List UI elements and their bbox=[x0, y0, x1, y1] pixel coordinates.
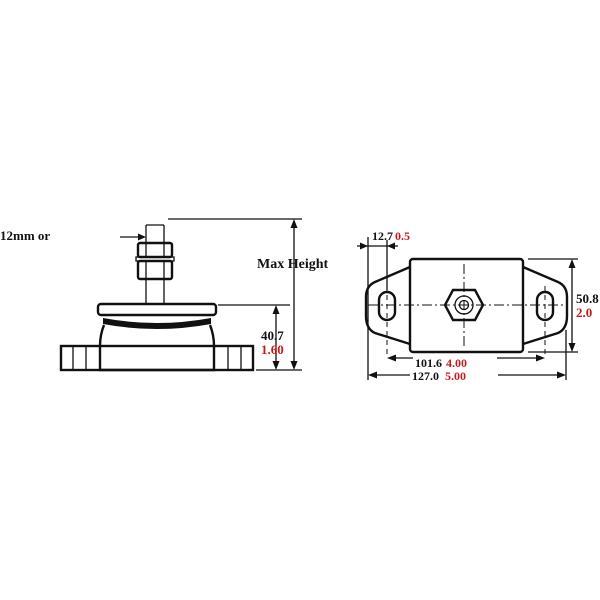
width-imperial: 2.0 bbox=[576, 305, 592, 320]
hole-spacing-label-bg bbox=[413, 355, 497, 368]
lower-nut bbox=[136, 259, 174, 281]
width-metric: 50.8 bbox=[576, 291, 599, 306]
top-plate bbox=[96, 302, 218, 317]
rubber-band bbox=[103, 318, 211, 329]
hole-spacing-metric: 101.6 bbox=[415, 356, 442, 370]
stud-size-label: 12mm or bbox=[0, 228, 50, 243]
overall-length-metric: 127.0 bbox=[412, 369, 439, 383]
overall-length-label-bg bbox=[410, 369, 498, 381]
overall-length-imperial: 5.00 bbox=[445, 369, 466, 383]
side-view: 12mm or Max Height 40.7 1.60 bbox=[0, 218, 328, 372]
max-height-label: Max Height bbox=[257, 257, 328, 272]
slot-width-metric: 12.7 bbox=[372, 229, 393, 243]
hole-spacing-imperial: 4.00 bbox=[446, 356, 467, 370]
slot-width-imperial: 0.5 bbox=[395, 229, 410, 243]
top-view: 12.7 0.5 50.8 2.0 101.6 4.00 127.0 5.00 bbox=[357, 229, 599, 383]
base-height-metric: 40.7 bbox=[261, 328, 284, 343]
base-flange bbox=[59, 344, 255, 372]
upper-nut bbox=[136, 241, 174, 259]
base-height-imperial: 1.60 bbox=[261, 342, 284, 357]
stud-leader-arrow bbox=[138, 233, 146, 241]
housing-body bbox=[98, 324, 216, 372]
stud-top bbox=[145, 224, 165, 243]
flange-outline bbox=[364, 265, 569, 346]
left-mount-slot bbox=[377, 290, 397, 322]
right-mount-slot bbox=[535, 290, 555, 322]
